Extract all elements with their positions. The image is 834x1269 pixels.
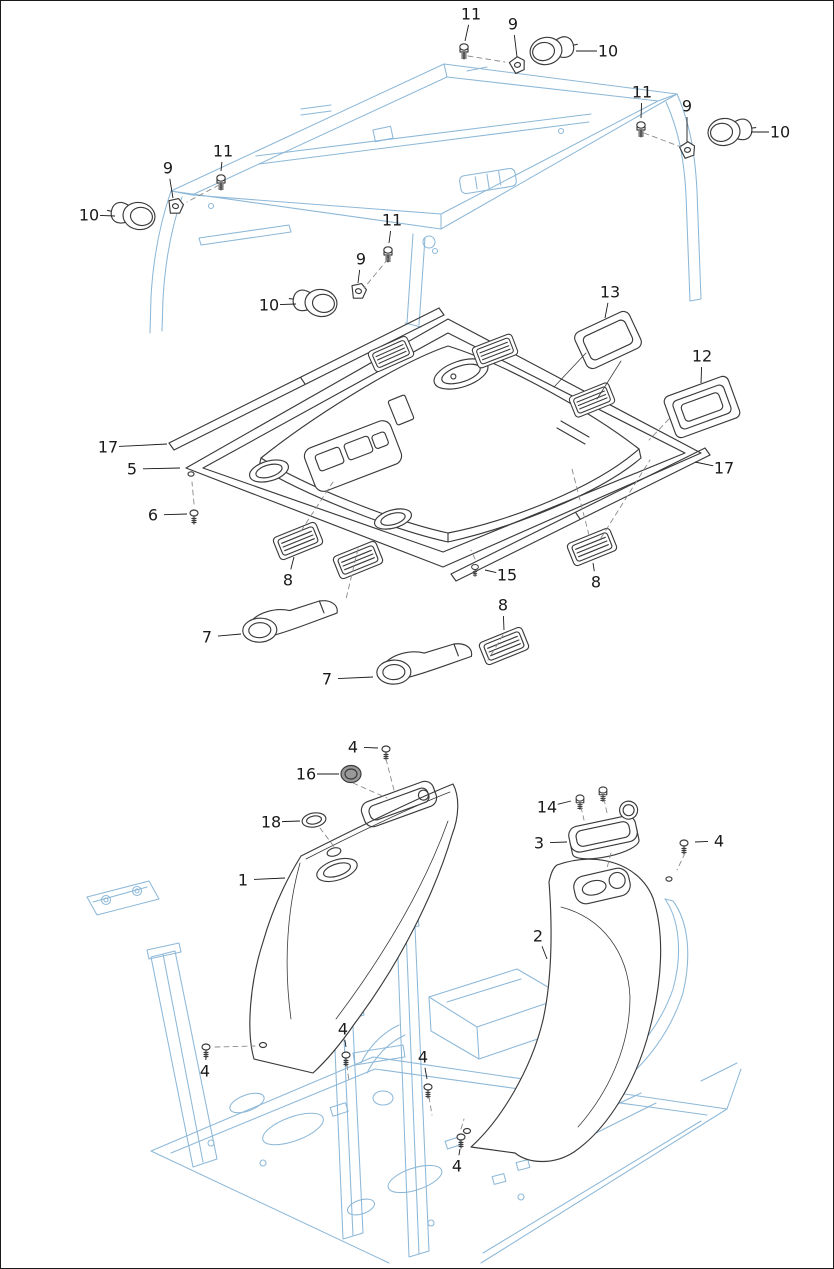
headliner-assembly	[168, 307, 711, 582]
callout-leader-line	[592, 562, 595, 572]
callout-leader-line	[557, 800, 572, 805]
part-callout-16: 16	[296, 765, 316, 784]
part-callout-9: 9	[163, 159, 173, 178]
cap-16	[340, 764, 362, 784]
part-callout-10: 10	[79, 206, 99, 225]
callout-leader-line	[281, 820, 301, 823]
part-callout-1: 1	[238, 871, 248, 890]
part-callout-9: 9	[356, 250, 366, 269]
part-callout-11: 11	[382, 211, 402, 230]
callout-leader-line	[604, 302, 609, 319]
part-callout-7: 7	[202, 628, 212, 647]
callout-leader-line	[694, 841, 709, 843]
part-callout-4: 4	[714, 832, 724, 851]
callout-leader-line	[142, 467, 181, 470]
part-callout-2: 2	[533, 927, 543, 946]
part-callout-9: 9	[682, 97, 692, 116]
callout-leader-line	[694, 461, 714, 467]
callout-leader-line	[279, 303, 297, 306]
part-callout-11: 11	[213, 142, 233, 161]
part-callout-8: 8	[283, 571, 293, 590]
callout-leader-line	[363, 746, 379, 749]
roof-trim-strip-left	[168, 307, 445, 451]
side-panels-group	[201, 745, 689, 1162]
trim-covers-12-13	[553, 310, 741, 439]
part-callout-8: 8	[498, 596, 508, 615]
part-callout-7: 7	[322, 670, 332, 689]
part-callout-10: 10	[770, 123, 790, 142]
callout-leader-line	[549, 841, 568, 844]
callout-leader-line	[388, 230, 392, 244]
part-callout-17: 17	[98, 438, 118, 457]
part-callout-4: 4	[338, 1020, 348, 1039]
roof-trim-strip-right	[450, 447, 711, 582]
callout-leader-line	[700, 366, 703, 384]
callout-leader-line	[424, 1067, 428, 1080]
part-callout-6: 6	[148, 506, 158, 525]
callout-leader-line	[163, 513, 188, 516]
callout-leader-line	[344, 1039, 347, 1048]
callout-leader-line	[220, 161, 223, 172]
part-callout-11: 11	[632, 83, 652, 102]
callout-leader-line	[502, 615, 505, 631]
part-callout-13: 13	[600, 283, 620, 302]
part-callout-10: 10	[259, 296, 279, 315]
part-callout-17: 17	[714, 459, 734, 478]
cap-18	[301, 812, 327, 828]
part-callout-8: 8	[591, 573, 601, 592]
part-callout-9: 9	[508, 15, 518, 34]
callout-leader-line	[169, 178, 174, 199]
callout-leader-line	[484, 569, 497, 574]
callout-leader-line	[458, 1148, 461, 1156]
callout-leader-line	[357, 269, 361, 284]
cover-13	[574, 310, 642, 370]
assembly-dashed-lines	[186, 55, 686, 1130]
side-panel-2	[470, 858, 662, 1162]
part-callout-12: 12	[692, 347, 712, 366]
callout-leader-line	[541, 946, 548, 960]
part-callout-14: 14	[537, 798, 557, 817]
callout-leader-line	[217, 633, 242, 637]
callout-leader-line	[640, 102, 643, 119]
part-callout-4: 4	[452, 1157, 462, 1176]
part-callout-11: 11	[461, 5, 481, 24]
callout-leader-line	[337, 676, 374, 679]
part-callout-15: 15	[497, 566, 517, 585]
callout-leader-line	[464, 24, 470, 42]
part-callout-4: 4	[348, 738, 358, 757]
callout-leader-line	[99, 214, 116, 217]
cover-12	[663, 375, 741, 439]
callout-leader-line	[253, 877, 286, 880]
part-callout-4: 4	[200, 1062, 210, 1081]
part-callout-3: 3	[534, 834, 544, 853]
part-callout-18: 18	[261, 813, 281, 832]
part-callout-5: 5	[127, 460, 137, 479]
cup-holder-3	[568, 800, 640, 860]
callout-leader-line	[513, 34, 518, 58]
part-callout-10: 10	[598, 42, 618, 61]
part-callout-4: 4	[418, 1048, 428, 1067]
callout-leader-line	[290, 556, 295, 570]
control-cluster	[303, 420, 403, 492]
side-panel-1	[249, 783, 459, 1074]
callout-leader-line	[118, 443, 168, 447]
